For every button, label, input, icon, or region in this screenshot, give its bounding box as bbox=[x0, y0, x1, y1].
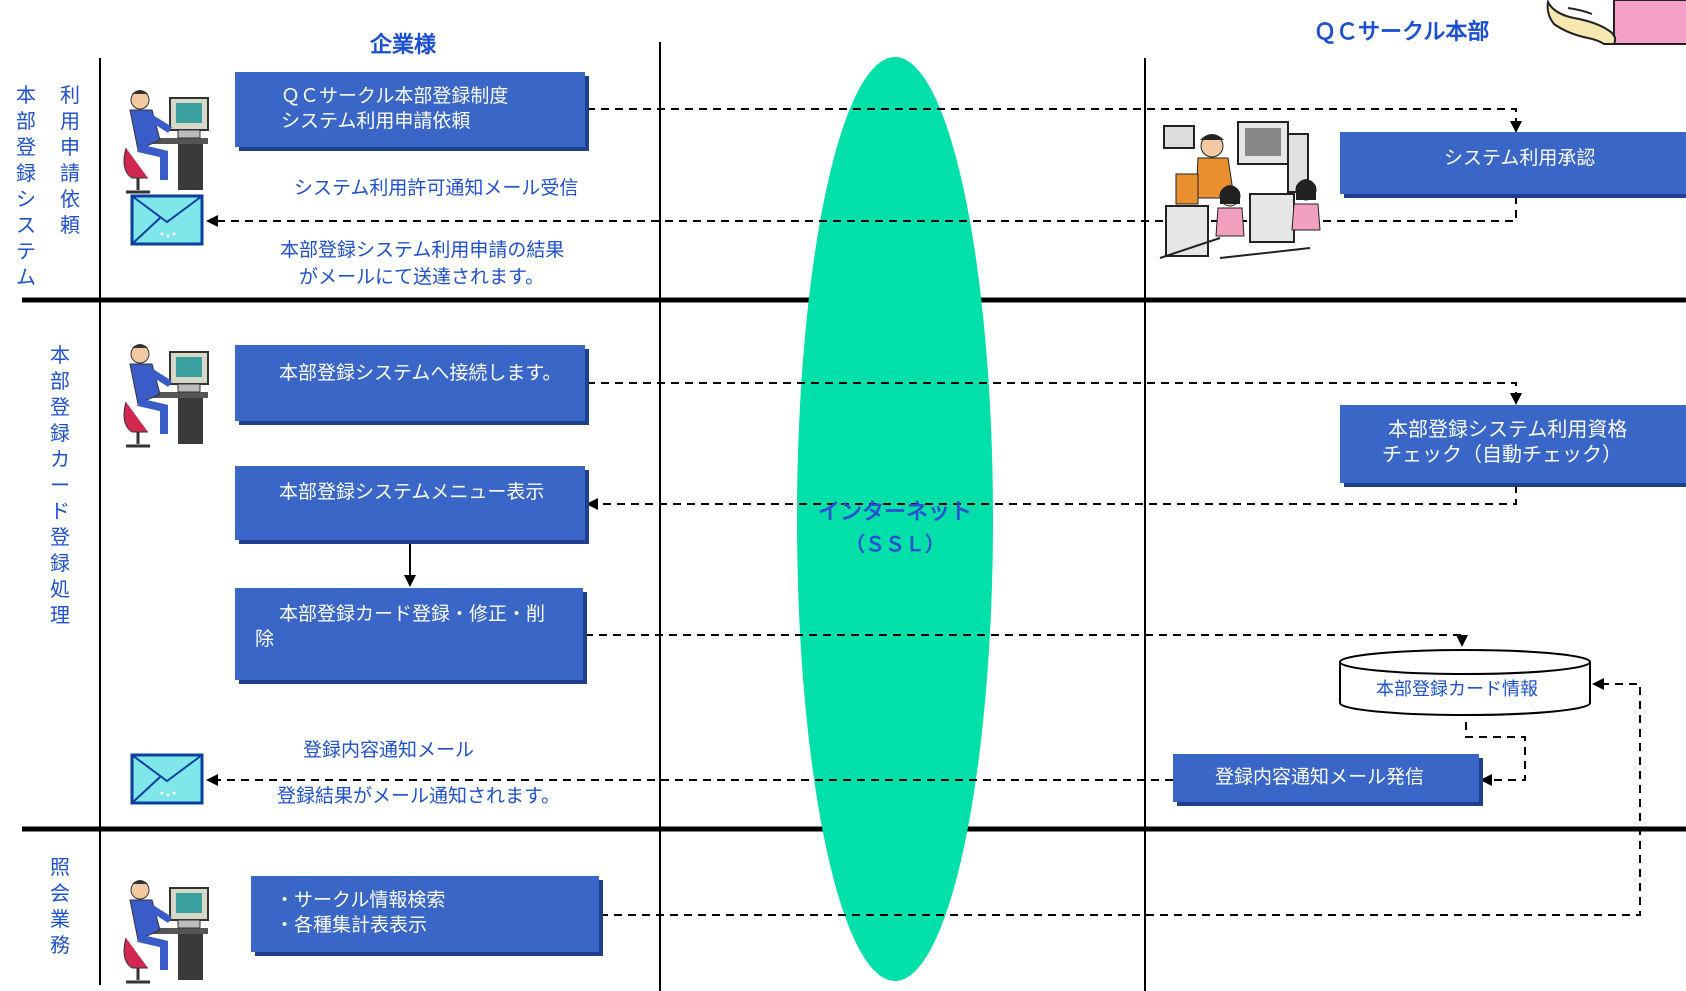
approve-box[interactable]: システム利用承認 bbox=[1340, 132, 1686, 194]
arrow-apply-to-approve bbox=[587, 108, 1522, 133]
notify-send-box[interactable]: 登録内容通知メール発信 bbox=[1173, 754, 1479, 802]
user-computer-icon bbox=[123, 90, 209, 194]
notify-send-line-1: 登録内容通知メール発信 bbox=[1215, 766, 1425, 788]
query-line-1: ・サークル情報検索 bbox=[275, 889, 446, 911]
company-lane-header: 企業様 bbox=[370, 33, 437, 58]
section-label-registration-system: 本部登録システム bbox=[16, 83, 36, 289]
query-box[interactable]: ・サークル情報検索 ・各種集計表表示 bbox=[251, 876, 599, 952]
arrow-connect-to-check bbox=[587, 382, 1522, 405]
apply-request-line-1: ＱＣサークル本部登録制度 bbox=[281, 85, 509, 107]
arrow-approve-to-mail bbox=[206, 196, 1517, 227]
apply-request-line-2: システム利用申請依頼 bbox=[281, 110, 471, 132]
approve-line-1: システム利用承認 bbox=[1444, 147, 1596, 169]
section-label-card-registration: 本部登録カード登録処理 bbox=[50, 343, 70, 627]
connect-line-1: 本部登録システムへ接続します。 bbox=[279, 362, 562, 384]
arrow-card-to-db bbox=[585, 634, 1468, 647]
internet-ellipse bbox=[797, 57, 993, 981]
section-label-usage-request: 利用申請依頼 bbox=[60, 83, 80, 237]
office-staff-icon bbox=[1159, 121, 1321, 259]
arrow-db-to-notify bbox=[1465, 722, 1526, 786]
database-cylinder bbox=[1339, 649, 1591, 716]
notify-mail-label: 登録内容通知メール bbox=[303, 739, 475, 761]
result-label-line-2: がメールにて送達されます。 bbox=[280, 266, 545, 288]
menu-box[interactable]: 本部登録システムメニュー表示 bbox=[235, 466, 585, 540]
permit-mail-label: システム利用許可通知メール受信 bbox=[294, 177, 579, 199]
ssl-label: （ＳＳＬ） bbox=[845, 532, 945, 556]
mail-icon bbox=[130, 194, 204, 246]
notify-result-label: 登録結果がメール通知されます。 bbox=[277, 785, 561, 807]
connect-box[interactable]: 本部登録システムへ接続します。 bbox=[235, 345, 585, 421]
internet-label: インターネット bbox=[817, 500, 972, 525]
arrow-query-to-db bbox=[600, 678, 1641, 916]
eligibility-check-line-2: チェック（自動チェック） bbox=[1382, 442, 1622, 466]
apply-request-box[interactable]: ＱＣサークル本部登録制度 システム利用申請依頼 bbox=[235, 72, 585, 147]
card-registration-line-2: 除 bbox=[255, 628, 275, 650]
card-registration-line-1: 本部登録カード登録・修正・削 bbox=[279, 603, 546, 625]
arrow-check-to-menu bbox=[586, 485, 1517, 510]
card-database-label: 本部登録カード情報 bbox=[1376, 679, 1538, 700]
hand-icon bbox=[1546, 0, 1686, 45]
section-label-inquiry: 照会業務 bbox=[50, 855, 70, 957]
hq-lane-header: ＱＣサークル本部 bbox=[1314, 20, 1490, 45]
mail-icon bbox=[130, 753, 204, 805]
query-line-2: ・各種集計表表示 bbox=[275, 914, 428, 936]
menu-line-1: 本部登録システムメニュー表示 bbox=[279, 481, 545, 503]
result-label-line-1: 本部登録システム利用申請の結果 bbox=[280, 239, 565, 261]
card-registration-box[interactable]: 本部登録カード登録・修正・削 除 bbox=[235, 588, 583, 680]
eligibility-check-line-1: 本部登録システム利用資格 bbox=[1388, 417, 1628, 441]
eligibility-check-box[interactable]: 本部登録システム利用資格 チェック（自動チェック） bbox=[1340, 405, 1686, 483]
